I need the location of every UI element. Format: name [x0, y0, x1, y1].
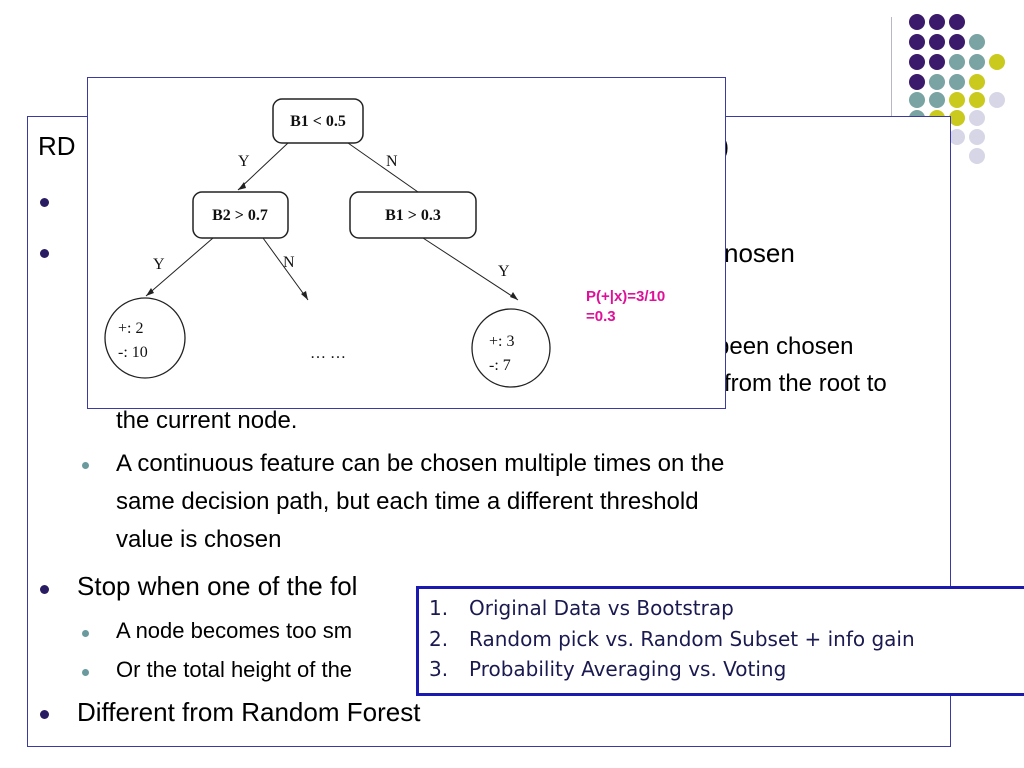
tree-edge	[422, 237, 519, 301]
decorative-dot	[969, 54, 985, 70]
decorative-dot	[929, 92, 945, 108]
tree-ellipsis: … …	[310, 345, 346, 362]
decorative-dot	[949, 129, 965, 145]
tree-edge	[237, 142, 289, 191]
decorative-dot	[929, 34, 945, 50]
decorative-dot	[969, 129, 985, 145]
decorative-dot	[989, 54, 1005, 70]
list-number: 2.	[429, 627, 449, 651]
decorative-divider	[891, 17, 892, 142]
decorative-dot	[949, 34, 965, 50]
decision-tree-svg: B1 < 0.5 Y N B2 > 0.7 B1 > 0.3 Y N Y +: …	[104, 98, 665, 388]
bullet-dot	[40, 710, 49, 719]
heading-line-left: RD	[38, 131, 76, 161]
decorative-dot	[969, 34, 985, 50]
tree-edge	[347, 142, 419, 193]
bullet-dot	[40, 585, 49, 594]
tree-left-node	[192, 191, 289, 239]
decorative-dot	[909, 14, 925, 30]
decorative-dot	[929, 54, 945, 70]
edge-label-no: N	[386, 153, 398, 170]
tree-edge	[145, 237, 214, 297]
decorative-dot	[949, 54, 965, 70]
bullet-text-line: Stop when one of the fol	[77, 571, 358, 601]
decorative-dot	[909, 34, 925, 50]
tree-edge	[262, 237, 309, 301]
decorative-dot	[949, 110, 965, 126]
edge-label-yes: Y	[153, 256, 165, 273]
sub-bullet-dot	[82, 630, 89, 637]
sub-bullet-dot	[82, 462, 89, 469]
bullet-text-fragment: nosen	[724, 238, 795, 268]
decorative-dot	[909, 54, 925, 70]
edge-label-yes: Y	[238, 153, 250, 170]
decorative-dot	[969, 74, 985, 90]
decorative-dot	[929, 74, 945, 90]
arrow-head	[510, 292, 518, 300]
decorative-dot	[969, 92, 985, 108]
decorative-dot	[969, 148, 985, 164]
probability-annotation: P(+|x)=3/10	[586, 288, 665, 305]
sub-bullet-text-fragment: from the root to	[724, 370, 887, 397]
decorative-dot	[949, 92, 965, 108]
decorative-dot	[989, 92, 1005, 108]
edge-label-yes: Y	[498, 263, 510, 280]
decorative-dot	[949, 74, 965, 90]
comparison-list-item: 1. Original Data vs Bootstrap	[429, 596, 734, 620]
sub-bullet-text-line: A continuous feature can be chosen multi…	[116, 450, 725, 477]
comparison-list-item: 3. Probability Averaging vs. Voting	[429, 657, 786, 681]
sub-bullet-text-line: Or the total height of the	[116, 657, 353, 682]
sub-bullet-text-line: same decision path, but each time a diff…	[116, 488, 699, 515]
comparison-list-item: 2. Random pick vs. Random Subset + info g…	[429, 627, 915, 651]
arrow-head	[301, 291, 308, 300]
tree-leaf-node	[104, 297, 186, 379]
decorative-dot	[949, 14, 965, 30]
bullet-dot	[40, 249, 49, 258]
list-number: 3.	[429, 657, 449, 681]
sub-bullet-text-line: A node becomes too sm	[116, 618, 353, 643]
comparison-list-box: 1. Original Data vs Bootstrap 2. Random pi…	[416, 586, 1024, 696]
decision-tree-figure: B1 < 0.5 Y N B2 > 0.7 B1 > 0.3 Y N Y +: …	[87, 77, 726, 409]
list-text: Random pick vs. Random Subset + info gai…	[469, 627, 915, 651]
bullet-dot	[40, 198, 49, 207]
arrow-head	[146, 288, 154, 296]
decorative-dot	[929, 14, 945, 30]
sub-bullet-dot	[82, 669, 89, 676]
tree-root-node	[272, 98, 364, 144]
leaf-negative-count: -: 7	[489, 357, 511, 374]
tree-left-node-label: B2 > 0.7	[212, 207, 268, 224]
sub-bullet-text-fragment: been chosen	[716, 333, 854, 360]
decorative-dot	[909, 74, 925, 90]
list-number: 1.	[429, 596, 449, 620]
tree-leaf-node	[471, 308, 551, 388]
tree-right-node	[349, 191, 477, 239]
tree-right-node-label: B1 > 0.3	[385, 207, 441, 224]
decorative-dot	[909, 92, 925, 108]
leaf-negative-count: -: 10	[118, 344, 148, 361]
arrow-head	[238, 182, 246, 190]
leaf-positive-count: +: 3	[489, 333, 514, 350]
sub-bullet-text-line: value is chosen	[116, 526, 282, 553]
list-text: Original Data vs Bootstrap	[469, 596, 734, 620]
probability-annotation: =0.3	[586, 308, 616, 325]
bullet-text-line: Different from Random Forest	[77, 697, 421, 727]
decorative-dot	[969, 110, 985, 126]
sub-bullet-text-line: the current node.	[116, 407, 298, 434]
list-text: Probability Averaging vs. Voting	[469, 657, 787, 681]
edge-label-no: N	[283, 254, 295, 271]
leaf-positive-count: +: 2	[118, 320, 143, 337]
tree-root-label: B1 < 0.5	[290, 113, 346, 130]
